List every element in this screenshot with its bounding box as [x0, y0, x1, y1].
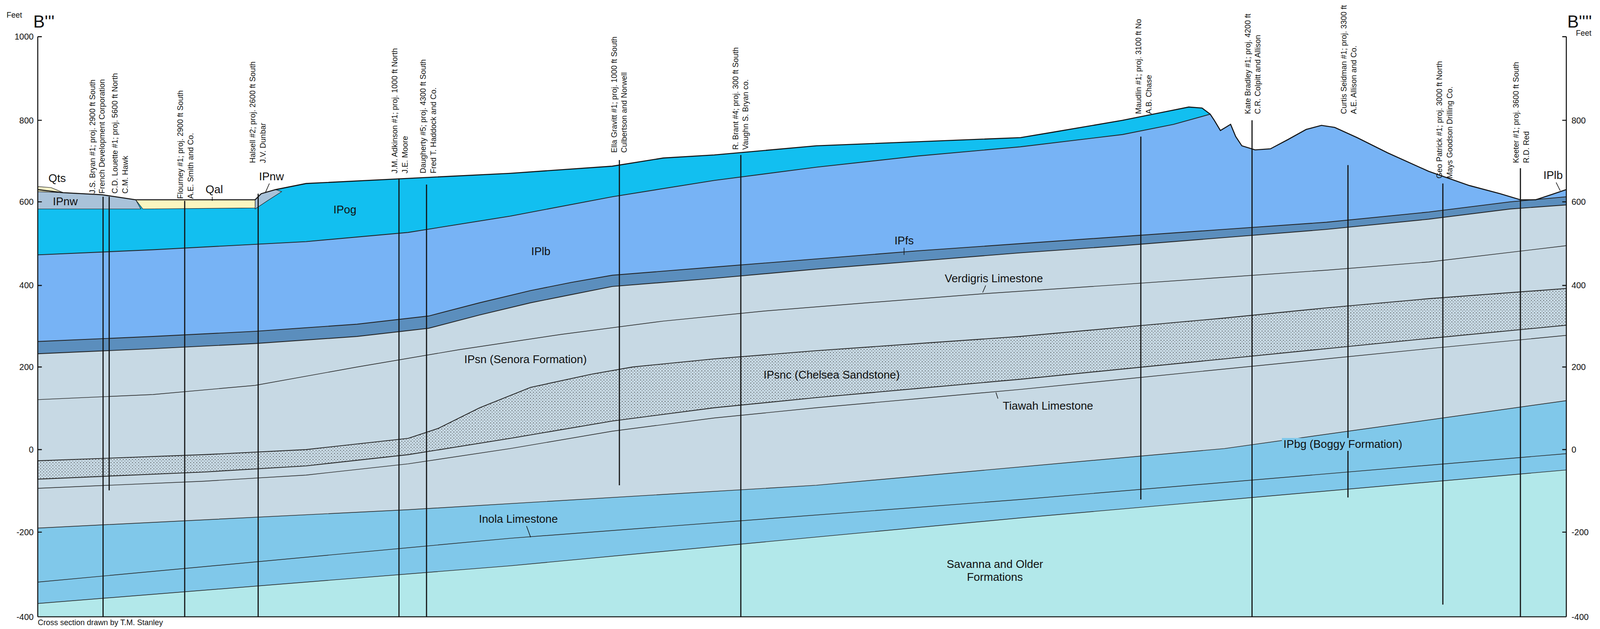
- well-lines: [102, 120, 1521, 618]
- axis-number: 800: [19, 115, 34, 126]
- bed-label: Inola Limestone: [478, 513, 558, 526]
- well-operator: J.V. Dunbar: [259, 123, 268, 164]
- unit-name: IPnw: [52, 195, 78, 209]
- unit-name: IPlb: [531, 245, 551, 259]
- leader-lines: [212, 182, 1560, 538]
- well-operator: French Development Corporation: [98, 79, 107, 194]
- well-operator: Mays Goodson Drilling Co.: [1445, 86, 1455, 179]
- axis-number: 0: [28, 445, 34, 455]
- unit-label: IPnw: [52, 195, 78, 209]
- axis-unit: Feet: [1575, 29, 1592, 38]
- unit-label: Savanna and Older Formations: [943, 558, 1047, 585]
- axis-number: 400: [1571, 280, 1586, 291]
- unit-name: IPog: [333, 203, 357, 217]
- well-operator: A.E. Allison and Co.: [1349, 45, 1359, 115]
- unit-label: Qal: [205, 183, 223, 197]
- ipfs-layer: [37, 196, 1567, 617]
- unit-label: IPsn (Senora Formation): [464, 353, 587, 367]
- axis-number: 600: [19, 197, 34, 207]
- unit-label: IPlb: [1543, 169, 1563, 182]
- well-name: R. Brant #4; proj. 300 ft South: [731, 47, 741, 150]
- well-operator: A.E. Smith and Co.: [186, 133, 196, 199]
- axis-number: -200: [16, 527, 34, 538]
- iplb-layer: [37, 114, 1567, 617]
- well-name: Ella Gravitt #1; proj. 1000 ft South: [610, 36, 619, 153]
- axis-number: 600: [1571, 197, 1586, 207]
- well-operator: C.R. Colpitt and Allison: [1253, 34, 1263, 115]
- contact-lines: [37, 114, 1567, 604]
- unit-label: IPbg (Boggy Formation): [1281, 438, 1405, 452]
- well-name: Halsell #2; proj. 2600 ft South: [248, 61, 258, 164]
- well-name: Geo Patrick #1; proj. 3000 ft North: [1435, 61, 1445, 179]
- unit-label: IPfs: [894, 234, 914, 248]
- axis-number: 200: [19, 362, 34, 372]
- savanna-layer: [37, 470, 1567, 617]
- ipbg-layer: [37, 400, 1567, 617]
- unit-name: Qts: [48, 172, 66, 186]
- unit-name: Savanna and Older Formations: [943, 558, 1047, 585]
- unit-name: Qal: [205, 183, 223, 197]
- axis-number: 800: [1571, 115, 1586, 126]
- well-operator: C.M. Hawk: [121, 155, 130, 194]
- well-operator: A.B. Chase: [1145, 74, 1154, 115]
- section-end: B''': [33, 12, 55, 31]
- bed-label: Tiawah Limestone: [1002, 399, 1094, 413]
- credit-note: Cross section drawn by T.M. Stanley: [37, 618, 164, 628]
- axis-number: -400: [1571, 612, 1589, 623]
- ipog-layer: [37, 107, 1567, 618]
- well-operator: Culbertson and Norwell: [620, 72, 629, 153]
- axis-number: -200: [1571, 527, 1589, 538]
- senora-layer: [37, 204, 1567, 617]
- axis-unit: Feet: [6, 11, 22, 20]
- ground-surface: [37, 107, 1567, 201]
- qal-unit: [135, 199, 255, 209]
- well-name: J.S. Bryan #1; proj. 2900 ft South: [88, 79, 98, 194]
- well-name: C.D. Louette #1; proj. 5600 ft North: [111, 73, 120, 194]
- bed-label: Verdigris Limestone: [944, 272, 1043, 285]
- well-name: Curtis Seidman #1; proj. 3300 ft: [1340, 5, 1349, 115]
- axis-number: 200: [1571, 362, 1586, 372]
- well-operator: Fred T. Haddock and Co.: [429, 87, 439, 174]
- axis-frame: [37, 36, 1567, 617]
- unit-label: IPnw: [259, 170, 285, 183]
- unit-label: IPog: [333, 203, 357, 217]
- axis-number: 1000: [14, 31, 35, 42]
- well-name: Flourney #1; proj. 2900 ft South: [176, 90, 186, 199]
- axis-number: -400: [16, 612, 34, 623]
- axis-number: 0: [1571, 445, 1577, 455]
- well-operator: R.D. Red: [1522, 131, 1532, 164]
- axis-number: 400: [19, 280, 34, 291]
- unit-label: IPsnc (Chelsea Sandstone): [763, 368, 901, 382]
- well-name: Kate Bradley #1; proj. 4200 ft: [1244, 13, 1253, 115]
- ipnw-unit: [255, 189, 282, 210]
- unit-name: IPsn (Senora Formation): [464, 353, 587, 367]
- unit-name: IPbg (Boggy Formation): [1283, 438, 1403, 452]
- unit-label: IPlb: [531, 245, 551, 259]
- section-end: B'''': [1567, 12, 1592, 31]
- well-operator: Vaughn S. Bryan co.: [741, 79, 751, 151]
- well-operator: J.E. Moore: [401, 136, 410, 174]
- unit-name: IPsnc (Chelsea Sandstone): [763, 368, 901, 382]
- well-name: Maudlin #1; proj. 3100 ft No: [1134, 18, 1144, 115]
- chelsea-layer: [37, 288, 1567, 480]
- well-name: Daugherty #5; proj. 4300 ft South: [419, 59, 428, 174]
- well-name: Keeter #1; proj. 3600 ft South: [1512, 61, 1521, 164]
- well-name: J.M. Adkinson #1; proj. 1000 ft North: [390, 48, 400, 174]
- unit-label: Qts: [48, 172, 66, 186]
